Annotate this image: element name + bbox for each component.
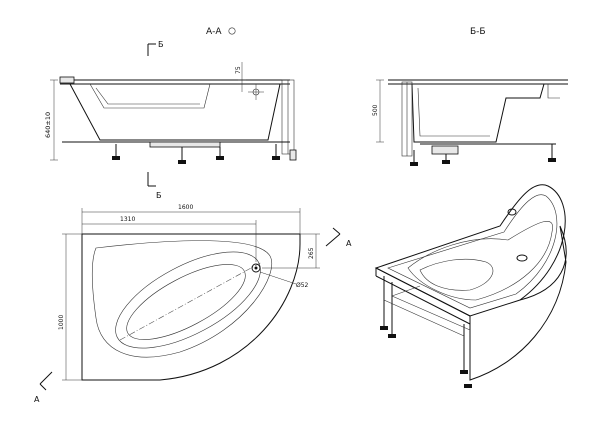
svg-text:265: 265 [308,247,315,259]
svg-text:Б: Б [156,191,162,200]
dim-drain-offset: 265 [262,233,320,269]
svg-text:Ø52: Ø52 [296,282,309,289]
svg-text:A: A [34,395,40,404]
svg-text:1310: 1310 [120,216,135,223]
projection-symbol-icon [228,27,236,35]
cut-marker-b-top: Б [147,40,164,56]
iso-support-frame [380,276,472,388]
dim-overflow-offset: 75 [235,62,246,92]
support-legs [112,144,280,164]
section-a-a-title: А-А [206,27,222,37]
plan-view: 1600 1310 1000 265 Ø52 [34,204,352,404]
dim-length-inner: 1310 [82,216,257,262]
svg-text:Б: Б [158,40,164,49]
cut-marker-a-right: A [325,227,352,248]
dim-section-height: 500 [372,79,384,143]
svg-text:500: 500 [372,104,379,116]
dim-length-total: 1600 [81,204,301,234]
dim-height-total: 640±10 [44,79,58,161]
drain-icon [251,263,261,273]
svg-text:1600: 1600 [178,204,193,211]
svg-text:75: 75 [235,66,242,74]
svg-text:A: A [346,239,352,248]
iso-overflow-icon [507,208,517,216]
cut-marker-b-bottom: Б [147,172,162,200]
svg-text:1000: 1000 [58,315,65,330]
dim-width-total: 1000 [58,233,82,381]
iso-drain-icon [516,254,528,262]
cut-marker-a-left: A [34,371,53,404]
isometric-view [374,184,567,388]
dim-drain-diameter: Ø52 [259,271,309,289]
section-b-b-title: Б-Б [470,27,486,37]
section-a-a-view: А-А Б Б [44,27,297,200]
section-b-b-view: Б-Б 500 [372,27,568,166]
svg-text:640±10: 640±10 [44,112,52,138]
